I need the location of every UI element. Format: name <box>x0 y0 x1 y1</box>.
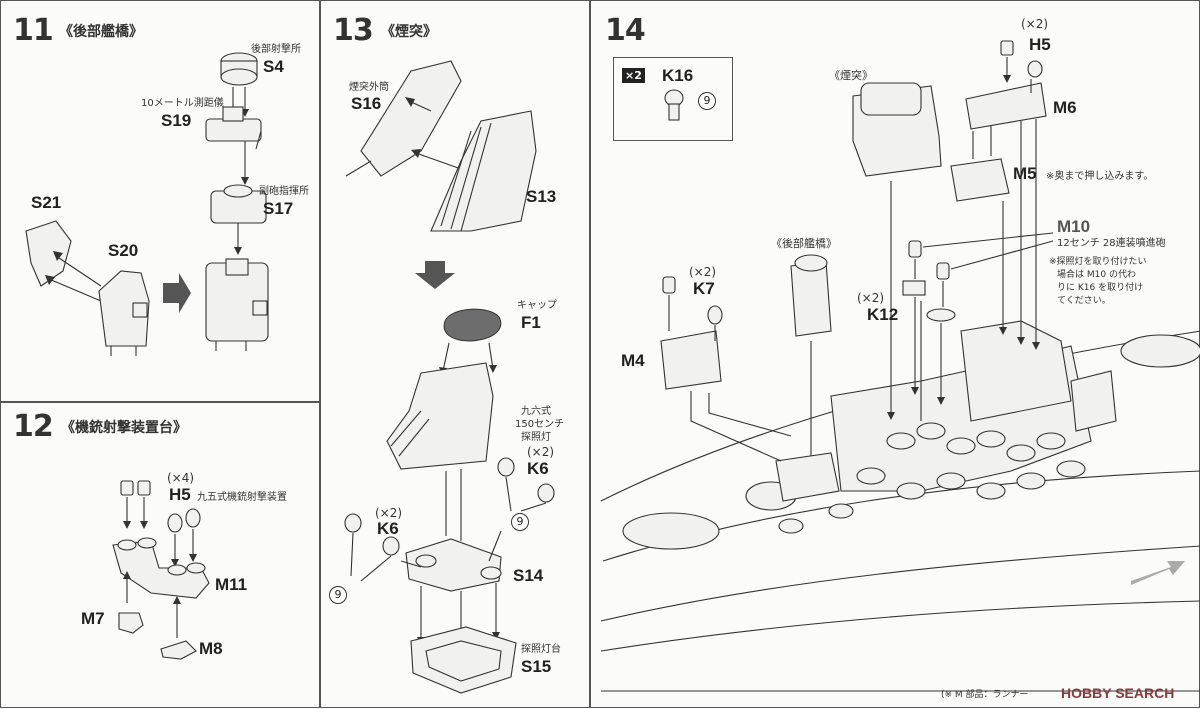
s15-label: S15 <box>521 657 552 676</box>
step-13-number: 13 <box>333 13 374 48</box>
s4-label: S4 <box>263 57 284 76</box>
step-13-drawing <box>344 60 555 694</box>
k16-drawing <box>664 89 684 121</box>
m5-label: M5 <box>1013 164 1037 183</box>
aa-mounts <box>778 422 1086 534</box>
s19-note: 10メートル測距儀 <box>141 98 224 109</box>
m10-note: 12センチ 28連装噴進砲 <box>1057 238 1166 249</box>
s20-label: S20 <box>108 241 139 260</box>
step-11-panel: 11 《後部艦橋》 後部射撃所 S4 10メートル測距儀 <box>0 0 320 402</box>
k6-note-2: 150センチ <box>515 419 565 430</box>
step-11-title: 《後部艦橋》 <box>59 24 143 40</box>
s17-note: 副砲指揮所 <box>259 186 309 197</box>
s16-label: S16 <box>351 94 382 113</box>
s17-label: S17 <box>263 199 294 218</box>
quantity-badge: ×2 <box>622 68 645 83</box>
k6-note-1: 九六式 <box>521 406 551 417</box>
s21-label: S21 <box>31 193 62 212</box>
step-14-drawing <box>600 40 1200 692</box>
m7-label: M7 <box>81 609 105 628</box>
s15-note: 探照灯台 <box>521 644 561 655</box>
f1-note: キャップ <box>517 300 557 311</box>
step-11-number: 11 <box>13 13 54 48</box>
bridge-label: 《後部艦橋》 <box>771 237 837 250</box>
m4-label: M4 <box>621 351 645 370</box>
k6-left-label: K6 <box>377 519 399 538</box>
s16-note: 煙突外筒 <box>349 82 389 93</box>
s19-label: S19 <box>161 111 192 130</box>
k16-label: K16 <box>662 66 694 85</box>
k7-qty: (×2) <box>689 265 717 279</box>
k7-label: K7 <box>693 279 715 298</box>
footer-note: (※ M 部品：ランナー <box>941 690 1029 700</box>
step-13-title: 《煙突》 <box>381 24 437 40</box>
searchlight-note-3: りに K16 を取り付け <box>1057 283 1144 293</box>
f1-label: F1 <box>521 313 541 332</box>
h5-label-14: H5 <box>1029 35 1051 54</box>
h5-label: H5 <box>169 485 191 504</box>
h5-qty: (×4) <box>167 471 195 485</box>
step-11-drawing <box>25 52 269 356</box>
m5-note: ※奥まで押し込みます。 <box>1046 171 1154 182</box>
k6-right-label: K6 <box>527 459 549 478</box>
k6-left-qty: (×2) <box>375 506 403 520</box>
step-12-panel: 12 《機銃射撃装置台》 (×4) H5 九五式機銃射撃装置 M11 M7 M8 <box>0 402 320 708</box>
k6-right-qty: (×2) <box>527 445 555 459</box>
step-12-number: 12 <box>13 409 54 444</box>
m8-label: M8 <box>199 639 223 658</box>
searchlight-note-2: 場合は M10 の代わ <box>1057 270 1136 280</box>
k12-qty: (×2) <box>857 291 885 305</box>
circle-9-left: 9 <box>329 586 347 604</box>
step-12-drawing <box>112 480 210 660</box>
funnel-label: 《煙突》 <box>829 69 873 82</box>
s14-label: S14 <box>513 566 544 585</box>
k16-inset: ×2 K16 9 <box>613 57 733 141</box>
k12-label: K12 <box>867 305 899 324</box>
s4-note: 後部射撃所 <box>251 44 301 55</box>
circle-9-right: 9 <box>511 513 529 531</box>
step-13-panel: 13 《煙突》 <box>320 0 590 708</box>
searchlight-note-4: てください。 <box>1057 296 1111 306</box>
k6-note-3: 探照灯 <box>521 432 551 443</box>
h5-note: 九五式機銃射撃装置 <box>197 492 287 503</box>
circle-9-k16: 9 <box>698 92 716 110</box>
s13-label: S13 <box>526 187 557 206</box>
m11-label: M11 <box>215 575 248 594</box>
step-12-title: 《機銃射撃装置台》 <box>61 420 187 436</box>
searchlight-note-1: ※探照灯を取り付けたい <box>1049 257 1147 267</box>
m6-label: M6 <box>1053 98 1077 117</box>
h5-qty-14: (×2) <box>1021 17 1049 31</box>
step-14-number: 14 <box>605 13 646 48</box>
m10-label: M10 <box>1057 217 1091 236</box>
step-14-panel: 14 ×2 K16 9 <box>590 0 1200 708</box>
watermark-logo: HOBBY SEARCH <box>1061 685 1175 701</box>
